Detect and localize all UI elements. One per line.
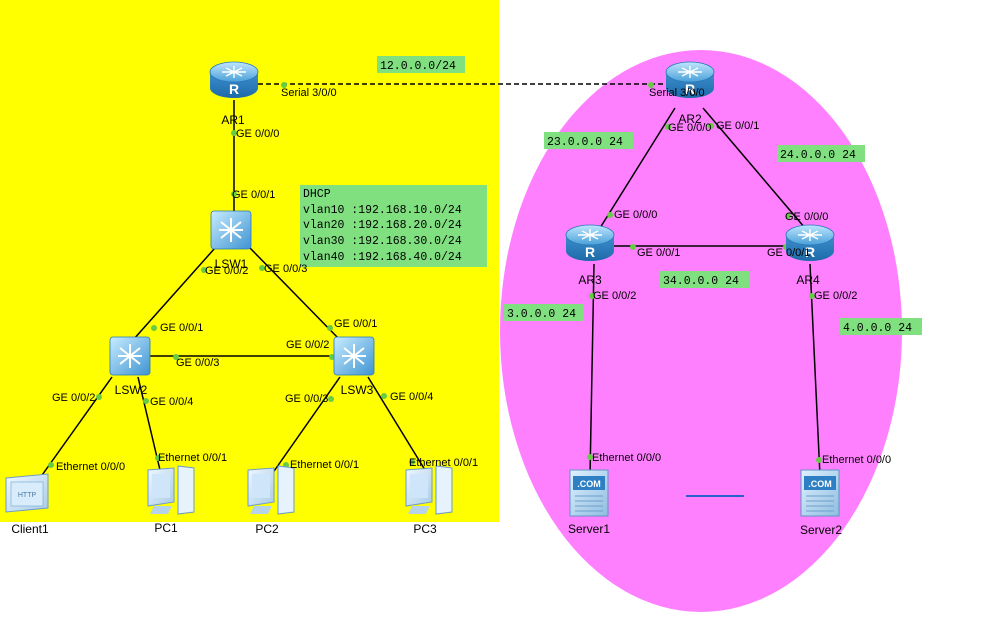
port-label: GE 0/0/0 (785, 211, 828, 223)
ar2-label: AR2 (678, 112, 702, 126)
network-note-12: 12.0.0.0/24 (377, 56, 465, 73)
switch-lsw3[interactable] (333, 336, 375, 376)
port-label: GE 0/0/2 (286, 339, 329, 351)
pc2-device[interactable] (247, 465, 295, 515)
svg-text:R: R (229, 81, 239, 97)
port-label: Serial 3/0/0 (649, 87, 705, 99)
link-lsw1-lsw2 (132, 247, 216, 341)
server1-device[interactable]: .COM (569, 469, 609, 517)
pc1-label: PC1 (154, 521, 178, 535)
link-ar4-server2 (809, 263, 821, 477)
port-label: GE 0/0/0 (668, 122, 711, 134)
server1-label: Server1 (568, 522, 610, 536)
server2-label: Server2 (800, 523, 842, 537)
link-lsw3-pc2 (271, 376, 341, 475)
port-label: Ethernet 0/0/0 (56, 461, 125, 473)
server2-device[interactable]: .COM (800, 469, 840, 517)
port-label: GE 0/0/3 (176, 357, 219, 369)
svg-text:34.0.0.0 24: 34.0.0.0 24 (663, 275, 739, 288)
svg-text:4.0.0.0 24: 4.0.0.0 24 (843, 322, 912, 335)
network-note-34: 34.0.0.0 24 (660, 271, 749, 288)
lsw2-label: LSW2 (115, 383, 148, 397)
svg-text:R: R (805, 244, 815, 260)
port-labels: Serial 3/0/0 GE 0/0/0 GE 0/0/1 GE 0/0/2 … (52, 87, 891, 473)
router-ar1[interactable]: R (209, 61, 259, 98)
link-ar3-server1 (589, 263, 595, 477)
link-ar2-ar4 (702, 107, 806, 229)
ar3-label: AR3 (578, 273, 602, 287)
ar1-label: AR1 (221, 113, 245, 127)
port-label: Ethernet 0/0/1 (409, 457, 478, 469)
port-label: Serial 3/0/0 (281, 87, 337, 99)
router-ar3[interactable]: R (565, 224, 615, 261)
dhcp-vlan20: vlan20 :192.168.20.0/24 (303, 219, 462, 232)
pc2-label: PC2 (255, 522, 279, 536)
port-label: GE 0/0/4 (390, 391, 433, 403)
network-note-24: 24.0.0.0 24 (777, 145, 865, 162)
port-label: Ethernet 0/0/0 (822, 454, 891, 466)
switch-lsw2[interactable] (109, 336, 151, 376)
network-note-3: 3.0.0.0 24 (504, 304, 584, 321)
pc3-device[interactable] (405, 465, 453, 515)
dhcp-vlan10: vlan10 :192.168.10.0/24 (303, 204, 462, 217)
port-label: GE 0/0/2 (593, 290, 636, 302)
port-label: GE 0/0/1 (767, 247, 810, 259)
port-label: Ethernet 0/0/1 (290, 459, 359, 471)
lsw3-label: LSW3 (341, 383, 374, 397)
lsw1-label: LSW1 (215, 257, 248, 271)
dhcp-note: DHCP vlan10 :192.168.10.0/24 vlan20 :192… (300, 185, 487, 267)
svg-text:R: R (585, 244, 595, 260)
network-note-4: 4.0.0.0 24 (840, 318, 922, 335)
dhcp-vlan30: vlan30 :192.168.30.0/24 (303, 235, 462, 248)
ar4-label: AR4 (796, 273, 820, 287)
port-label: GE 0/0/2 (52, 392, 95, 404)
port-label: GE 0/0/1 (334, 318, 377, 330)
svg-text:3.0.0.0 24: 3.0.0.0 24 (507, 308, 576, 321)
pc1-device[interactable] (147, 465, 195, 515)
svg-text:23.0.0.0 24: 23.0.0.0 24 (547, 136, 623, 149)
port-label: GE 0/0/3 (285, 393, 328, 405)
dhcp-title: DHCP (303, 188, 331, 201)
router-ar2[interactable]: R (665, 61, 715, 98)
port-label: Ethernet 0/0/0 (592, 452, 661, 464)
svg-text:.COM: .COM (577, 479, 601, 489)
port-label: GE 0/0/4 (150, 396, 193, 408)
port-label: GE 0/0/0 (614, 209, 657, 221)
pc3-label: PC3 (413, 522, 437, 536)
port-label: GE 0/0/1 (232, 189, 275, 201)
port-label: Ethernet 0/0/1 (158, 452, 227, 464)
dhcp-vlan40: vlan40 :192.168.40.0/24 (303, 251, 462, 264)
port-dots (48, 82, 822, 468)
client1-label: Client1 (11, 522, 49, 536)
svg-text:R: R (685, 81, 695, 97)
svg-text:.COM: .COM (808, 479, 832, 489)
port-label: GE 0/0/2 (814, 290, 857, 302)
links (39, 83, 821, 479)
link-ar2-ar3 (599, 107, 676, 229)
port-label: GE 0/0/1 (637, 247, 680, 259)
link-lsw3-pc3 (367, 376, 426, 471)
router-ar4[interactable]: R (785, 224, 835, 261)
link-lsw2-client1 (39, 376, 113, 479)
port-label: GE 0/0/3 (264, 263, 307, 275)
link-lsw1-lsw3 (249, 247, 341, 341)
switch-lsw1[interactable] (210, 210, 252, 250)
link-lsw2-pc1 (137, 376, 161, 471)
port-label: GE 0/0/0 (236, 128, 279, 140)
svg-text:12.0.0.0/24: 12.0.0.0/24 (380, 60, 456, 73)
svg-text:HTTP: HTTP (18, 492, 37, 499)
port-label: GE 0/0/2 (205, 265, 248, 277)
network-note-23: 23.0.0.0 24 (544, 132, 633, 149)
port-label: GE 0/0/1 (160, 322, 203, 334)
port-label: GE 0/0/1 (716, 120, 759, 132)
svg-text:24.0.0.0 24: 24.0.0.0 24 (780, 149, 856, 162)
client1-device[interactable]: HTTP (5, 473, 49, 513)
